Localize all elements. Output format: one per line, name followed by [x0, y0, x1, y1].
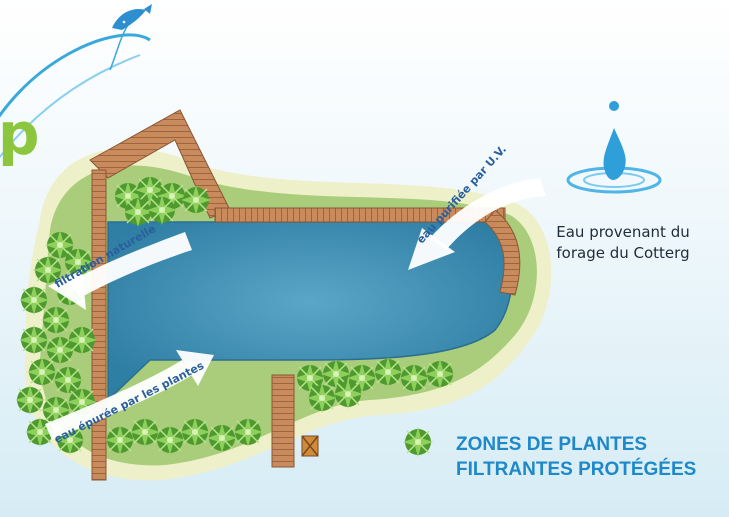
source-line-1: Eau provenant du	[556, 223, 690, 241]
boardwalk	[89, 109, 521, 481]
source-line-2: forage du Cotterg	[556, 244, 690, 262]
legend-line-1: ZONES DE PLANTES	[456, 434, 648, 455]
kiosk	[301, 435, 319, 457]
logo-letter: p	[0, 100, 40, 168]
arrow-uv	[408, 178, 546, 270]
legend-line-2: FILTRANTES PROTÉGÉES	[456, 459, 697, 480]
legend-title: ZONES DE PLANTES FILTRANTES PROTÉGÉES	[456, 432, 729, 482]
source-caption: Eau provenant du forage du Cotterg	[518, 222, 728, 264]
legend-plant-icon	[402, 426, 434, 458]
arrow-plants	[45, 350, 214, 440]
water-drop-icon	[566, 101, 662, 194]
fish-icon	[112, 4, 152, 30]
arrow-filtration	[48, 232, 192, 310]
